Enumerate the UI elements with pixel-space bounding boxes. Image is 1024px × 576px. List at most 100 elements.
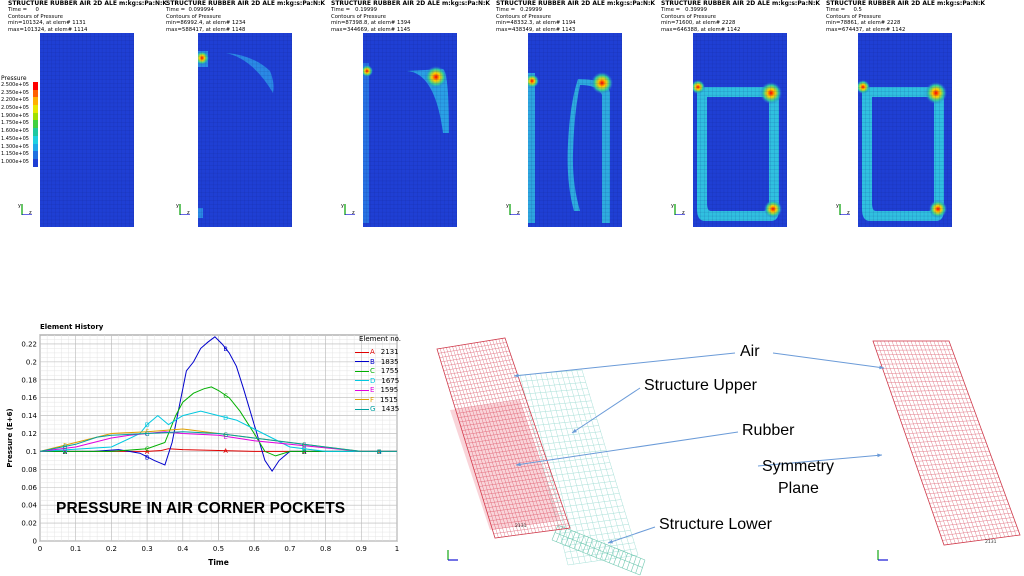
series-marker: B (63, 448, 67, 456)
callout-symmetry: Symmetry (762, 458, 834, 475)
legend-swatch (33, 135, 38, 144)
axis-triad-icon: yz (176, 203, 190, 215)
legend-level: 1.750e+05 (1, 120, 41, 129)
chart-legend-item: D 1675 (355, 377, 401, 387)
legend-swatch (33, 112, 38, 121)
panel-header: STRUCTURE RUBBER AIR 2D ALE m:kg:s:Pa:N:… (661, 0, 820, 33)
callout-arrow (571, 387, 641, 434)
contour-panel: STRUCTURE RUBBER AIR 2D ALE m:kg:s:Pa:N:… (661, 0, 821, 232)
y-tick-label: 0.06 (21, 484, 37, 492)
legend-level-label: 1.000e+05 (1, 158, 29, 165)
legend-line-swatch (355, 380, 369, 381)
x-tick-label: 0 (38, 545, 42, 553)
callout-plane: Plane (778, 480, 819, 497)
panel-max: max=344669, at elem# 1145 (331, 26, 411, 33)
panel-max: max=101324, at elem# 1114 (8, 26, 88, 33)
x-tick-label: 0.7 (284, 545, 295, 553)
legend-level-label: 2.500e+05 (1, 82, 29, 88)
triad-y-label: y (176, 203, 179, 209)
x-tick-label: 0.5 (213, 545, 224, 553)
legend-line-swatch (355, 361, 369, 362)
y-tick-label: 0.18 (21, 376, 37, 384)
x-tick-label: 0.2 (106, 545, 117, 553)
legend-swatch (33, 82, 38, 90)
series-marker: B (302, 448, 306, 456)
panel-max: max=674437, at elem# 1142 (826, 26, 906, 33)
panel-header: STRUCTURE RUBBER AIR 2D ALE m:kg:s:Pa:N:… (8, 0, 167, 33)
series-marker: G (62, 443, 67, 451)
legend-letter: D (370, 376, 376, 385)
legend-swatch (33, 158, 38, 167)
legend-line-swatch (355, 370, 369, 372)
triad-y-label: y (671, 203, 674, 209)
legend-level-label: 1.900e+05 (1, 112, 29, 119)
panel-time: Time = 0.099994 (166, 7, 214, 14)
panel-header: STRUCTURE RUBBER AIR 2D ALE m:kg:s:Pa:N:… (826, 0, 985, 33)
rubber-region (450, 400, 560, 530)
series-marker: G (223, 431, 228, 439)
y-tick-label: 0.02 (21, 520, 37, 528)
y-tick-label: 0 (33, 538, 37, 546)
series-marker: A (145, 448, 150, 456)
axis-triad-icon: yz (671, 203, 685, 215)
y-tick-label: 0.22 (21, 340, 37, 348)
triad-z-label: z (682, 210, 685, 215)
panel-time: Time = 0.39999 (661, 7, 708, 14)
legend-level: 1.150e+05 (1, 151, 41, 159)
air-mesh-outline-right (872, 340, 1021, 546)
callout-arrowhead (516, 462, 521, 467)
series-marker: G (377, 448, 382, 456)
legend-letter: A (370, 348, 375, 356)
axis-triad-icon: yz (836, 203, 850, 215)
legend-level: 1.450e+05 (1, 135, 41, 144)
series-marker: F (145, 428, 149, 436)
series-marker: C (145, 445, 150, 453)
panel-subtitle: Contours of Pressure (496, 13, 551, 20)
triad-z-label: z (352, 210, 355, 215)
triad-y-label: y (341, 203, 344, 209)
contour-panel: STRUCTURE RUBBER AIR 2D ALE m:kg:s:Pa:N:… (331, 0, 491, 232)
legend-level: 2.050e+05 (1, 105, 41, 113)
y-tick-label: 0.08 (21, 466, 37, 474)
contour-panel: STRUCTURE RUBBER AIR 2D ALE m:kg:s:Pa:N:… (496, 0, 656, 232)
triad-y-label: y (506, 203, 509, 209)
legend-series-name: 1835 (380, 357, 399, 366)
triad-z-label: z (187, 210, 190, 215)
legend-line-swatch (355, 408, 369, 410)
callout-air: Air (740, 343, 760, 360)
legend-line-swatch (355, 389, 369, 391)
axis-triad-icon: yz (18, 203, 32, 215)
legend-swatch (33, 128, 38, 136)
legend-level: 2.500e+05 (1, 82, 41, 90)
y-tick-label: 0.2 (26, 358, 37, 366)
series-marker: C (302, 448, 307, 456)
legend-swatch (33, 151, 38, 159)
legend-level: 2.200e+05 (1, 97, 41, 106)
legend-letter: B (370, 357, 375, 366)
contour-panel: STRUCTURE RUBBER AIR 2D ALE m:kg:s:Pa:N:… (826, 0, 986, 232)
structure-upper-mesh (519, 369, 639, 566)
panel-min: min=78861, at elem# 2228 (826, 20, 901, 27)
pressure-contour-plate (858, 33, 952, 227)
legend-level-label: 2.050e+05 (1, 105, 29, 112)
chart-overlay-text: PRESSURE IN AIR CORNER POCKETS (56, 500, 346, 517)
pressure-contour-plate (40, 33, 134, 227)
callout-arrow (515, 431, 739, 466)
contour-panel: STRUCTURE RUBBER AIR 2D ALE m:kg:s:Pa:N:… (8, 0, 168, 232)
panel-header: STRUCTURE RUBBER AIR 2D ALE m:kg:s:Pa:N:… (496, 0, 656, 33)
contour-panel: STRUCTURE RUBBER AIR 2D ALE m:kg:s:Pa:N:… (166, 0, 326, 232)
panel-max: max=588417, at elem# 1148 (166, 26, 246, 33)
triad-y-label: y (18, 203, 21, 209)
legend-level-label: 2.200e+05 (1, 97, 29, 104)
series-marker: A (63, 448, 68, 456)
series-line (39, 431, 397, 452)
series-marker: E (145, 430, 149, 438)
legend-series-name: 1675 (381, 376, 400, 385)
panel-title: STRUCTURE RUBBER AIR 2D ALE m:kg:s:Pa:N:… (496, 0, 656, 7)
callout-arrowhead (572, 428, 577, 433)
legend-level-label: 1.600e+05 (1, 128, 29, 135)
series-marker: B (145, 453, 149, 461)
